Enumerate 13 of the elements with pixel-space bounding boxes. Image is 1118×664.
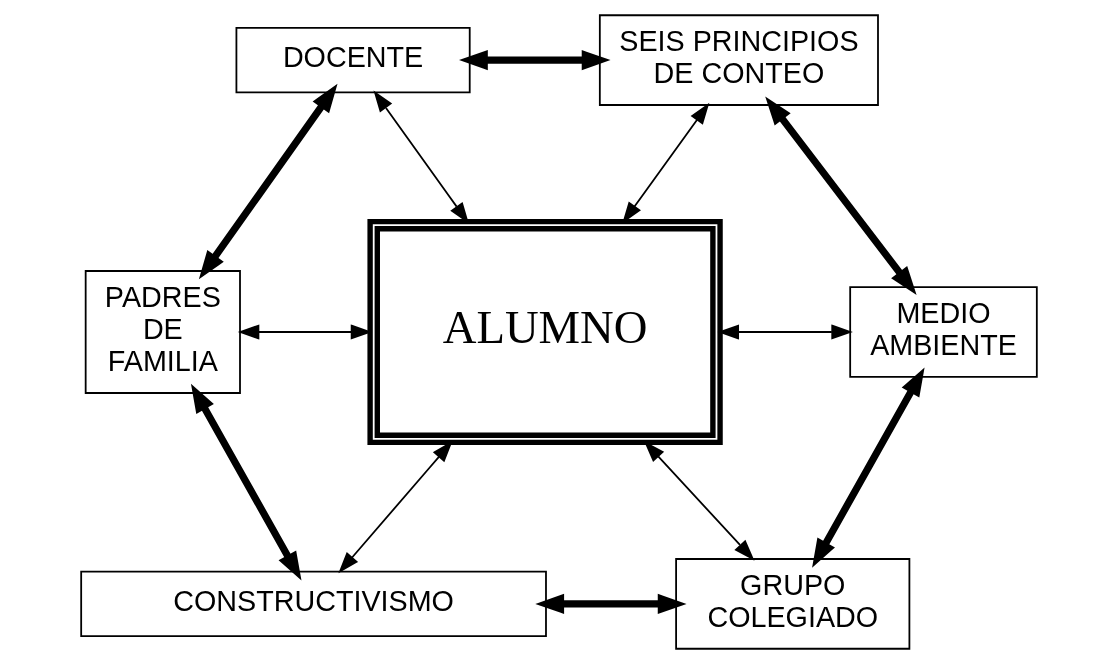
arrow [190, 383, 302, 581]
arrow [459, 50, 611, 71]
node-box: PADRES DE FAMILIA [84, 270, 241, 394]
node-box: GRUPO COLEGIADO [675, 558, 911, 650]
node-box: MEDIO AMBIENTE [849, 286, 1038, 378]
node-box: ALUMNO [367, 218, 723, 446]
node-box: SEIS PRINCIPIOS DE CONTEO [598, 14, 879, 106]
node-box: CONSTRUCTIVISMO [80, 570, 547, 638]
arrow [812, 367, 925, 568]
arrow [198, 83, 338, 280]
arrow [535, 593, 687, 614]
arrow [765, 96, 917, 295]
node-box: DOCENTE [235, 26, 471, 94]
